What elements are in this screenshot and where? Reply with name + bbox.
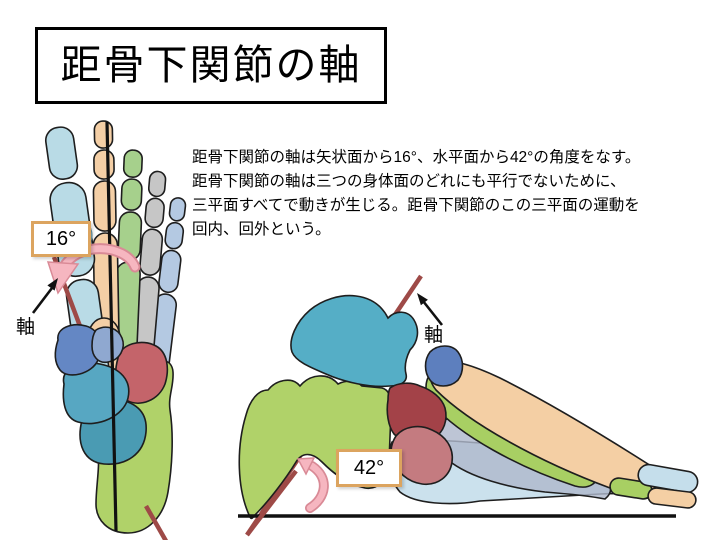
subtalar-axis-line-lower [245, 469, 298, 537]
body-line-3: 三平面すべてで動きが生じる。距骨下関節のこの三平面の運動を [192, 197, 640, 214]
axis-pointer-arrow [31, 278, 58, 314]
dorsal-foot-illustration [31, 120, 187, 540]
intermediate-cuneiform [91, 326, 124, 364]
body-text: 距骨下関節の軸は矢状面から16°、水平面から42°の角度をなす。 距骨下関節の軸… [192, 146, 717, 242]
lateral-foot-illustration [238, 274, 699, 537]
toe-bones [609, 463, 699, 509]
subtalar-axis-line-lower [144, 504, 168, 540]
rotation-arrow-icon [296, 457, 329, 513]
angle-label-16: 16° [31, 221, 91, 257]
sagittal-reference-line [105, 121, 118, 532]
axis-label: 軸 [424, 325, 444, 346]
navicular [424, 345, 464, 387]
axis-pointer-arrow [417, 293, 444, 326]
talus [290, 294, 419, 388]
title-box: 距骨下関節の軸 [35, 27, 387, 104]
angle-label-42: 42° [336, 449, 402, 487]
page-title: 距骨下関節の軸 [60, 42, 362, 88]
body-line-4: 回内、回外という。 [192, 221, 331, 238]
axis-label: 軸 [16, 317, 36, 338]
body-line-2: 距骨下関節の軸は三つの身体面のどれにも平行でないために、 [192, 173, 626, 190]
body-line-1: 距骨下関節の軸は矢状面から16°、水平面から42°の角度をなす。 [192, 149, 641, 166]
